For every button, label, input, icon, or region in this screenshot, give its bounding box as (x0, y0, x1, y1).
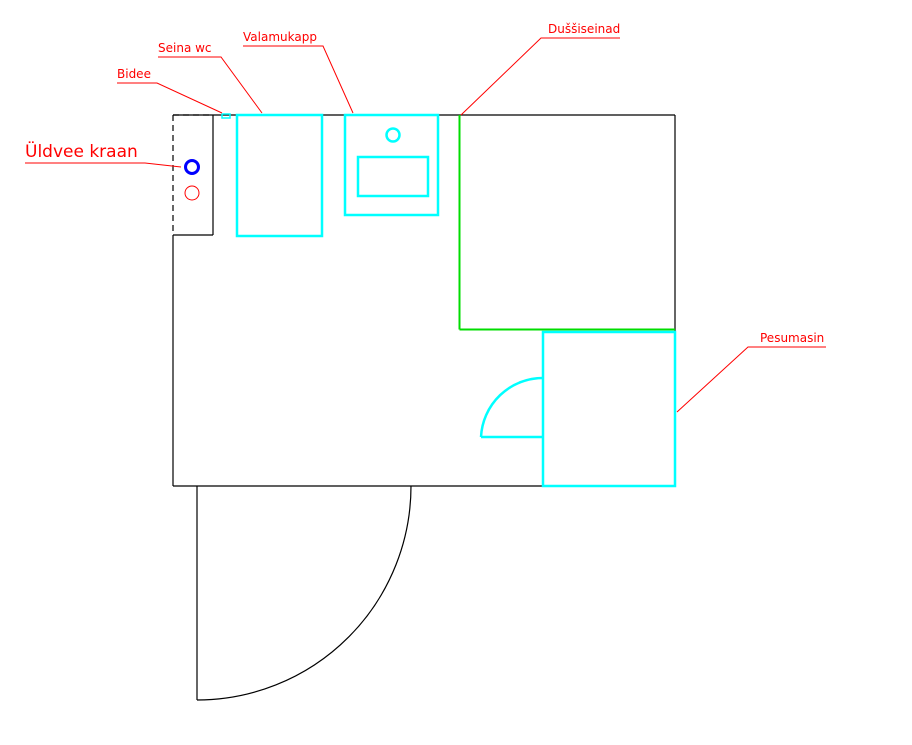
entrance-door (196, 485, 412, 701)
label-main-tap: Üldvee kraan (25, 140, 182, 168)
label-shower-walls: Duššiseinad (460, 22, 620, 116)
shower-walls (458, 115, 675, 331)
sink-cabinet (343, 113, 440, 217)
label-sink-cabinet: Valamukapp (243, 30, 354, 114)
label-text: Valamukapp (243, 30, 317, 44)
label-bidet: Bidee (117, 67, 223, 114)
label-text: Bidee (117, 67, 151, 81)
wall-wc (235, 113, 324, 238)
inner-door (479, 376, 544, 439)
label-wall-wc: Seina wc (158, 41, 263, 114)
room-walls (172, 114, 676, 487)
wall-niche (172, 114, 214, 236)
label-washing-machine: Pesumasin (676, 331, 826, 413)
label-text: Seina wc (158, 41, 212, 55)
main-tap-symbol (184, 159, 200, 175)
label-text: Üldvee kraan (25, 140, 138, 162)
washing-machine (541, 330, 677, 488)
label-text: Pesumasin (760, 331, 824, 345)
label-text: Duššiseinad (548, 22, 620, 36)
pipe-symbol (184, 185, 200, 201)
bidet-symbol (221, 113, 231, 119)
